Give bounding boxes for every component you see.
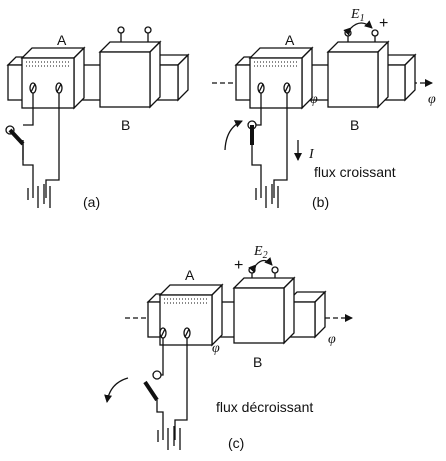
battery [255,180,279,208]
current-label: I [308,147,315,162]
coil-b [98,26,162,109]
coil-b-label: B [350,117,359,133]
panel-c: A B φ φ E2 + flux décroissant (c) [104,244,353,451]
coil-b [326,20,390,109]
battery [157,422,181,450]
coil-b [232,257,296,345]
coil-a-label: A [57,32,67,48]
battery [27,180,51,208]
panel-caption: (a) [83,194,100,210]
coil-b-label: B [253,354,262,370]
flux-label-middle: φ [212,341,220,356]
panel-b: I A B φ φ E1 + flux croissant (b) [212,7,436,210]
emf-label: E1 [350,7,365,24]
circuit-wires [156,338,188,440]
flux-label-right: φ [428,92,436,107]
panel-a: A B (a) [5,26,190,210]
circuit-wires [22,93,60,198]
coil-a [248,46,314,110]
switch-opening [104,370,162,403]
coil-a-label: A [185,267,195,283]
polarity-plus: + [379,15,388,32]
coil-b-label: B [121,117,130,133]
panel-caption: (b) [312,194,329,210]
circuit-wires [251,93,288,198]
flux-label-right: φ [328,332,336,347]
panel-caption: (c) [228,435,244,451]
polarity-plus: + [234,257,243,274]
coil-a [20,46,86,110]
coil-a [158,283,224,347]
flux-text: flux décroissant [216,399,313,415]
switch-closed [224,120,257,151]
flux-label-middle: φ [310,92,318,107]
emf-label: E2 [253,244,268,261]
coil-a-label: A [285,32,295,48]
switch-open [5,125,25,160]
flux-text: flux croissant [314,164,396,180]
